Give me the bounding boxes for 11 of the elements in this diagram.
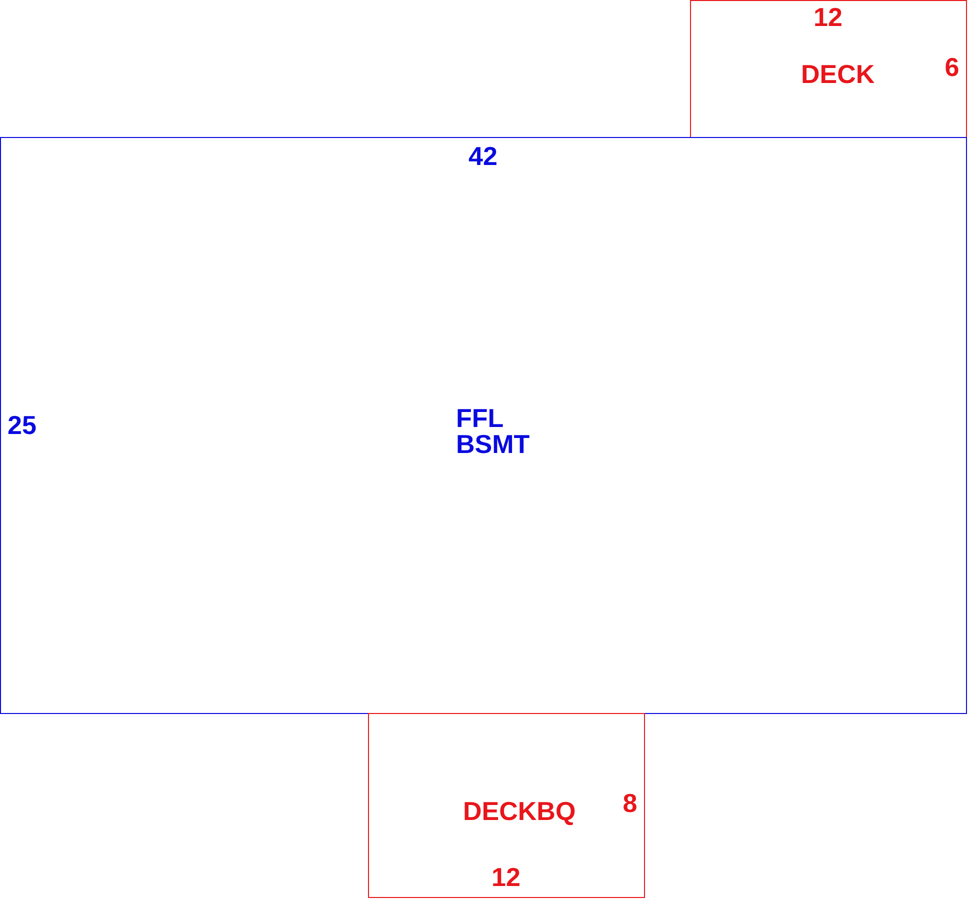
- dimension-label: 42: [468, 143, 498, 169]
- room-label: DECK: [801, 61, 875, 87]
- dimension-label: 8: [622, 790, 638, 816]
- room-outline: [0, 137, 967, 714]
- dimension-label: 25: [8, 412, 36, 438]
- dimension-label: 12: [492, 864, 520, 890]
- dimension-label: 6: [944, 54, 960, 80]
- dimension-label: 12: [814, 4, 842, 30]
- room-label: DECKBQ: [463, 798, 576, 824]
- room-outline: [368, 713, 645, 898]
- room-outline: [690, 0, 967, 138]
